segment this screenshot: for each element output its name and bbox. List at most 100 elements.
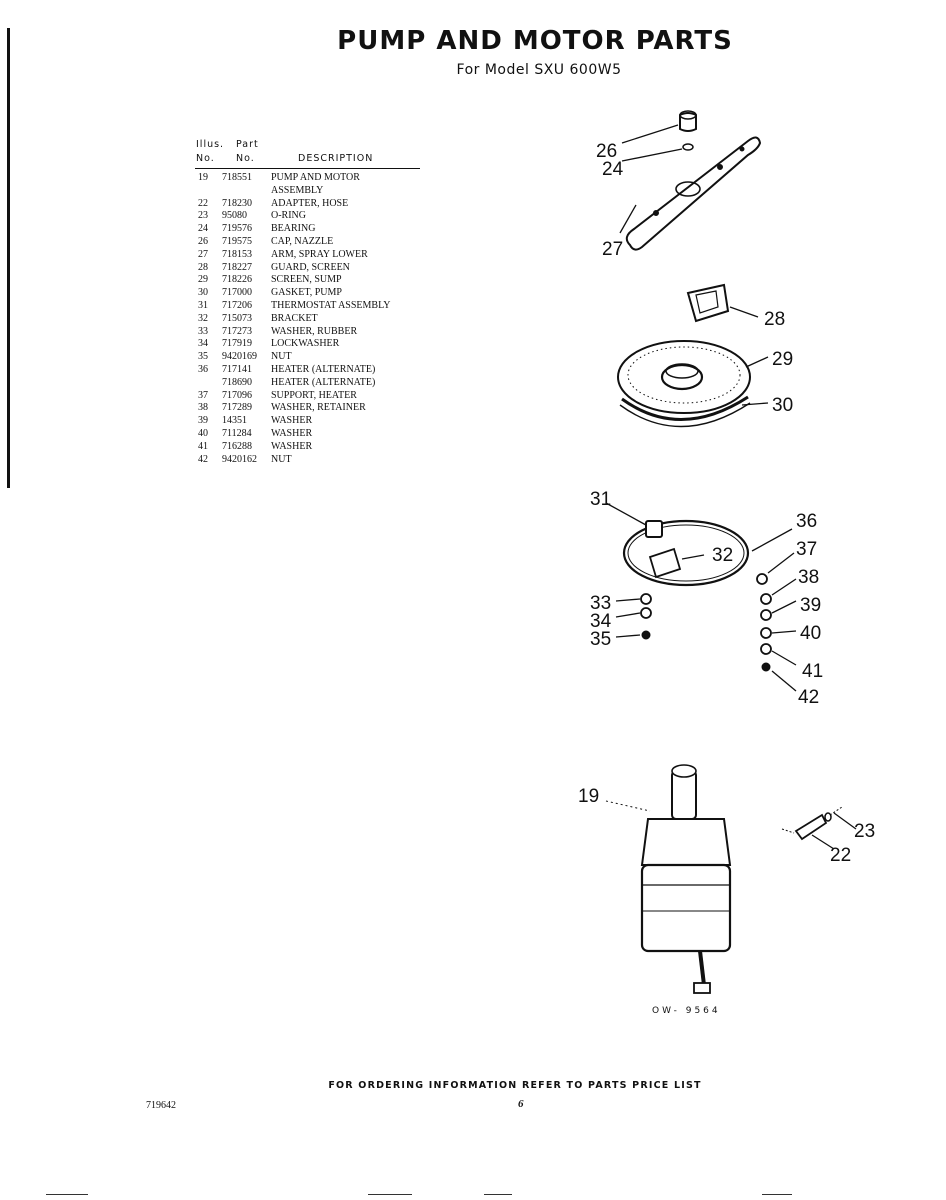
description-cell: BEARING [271, 223, 316, 235]
leader-19 [605, 800, 651, 812]
illus-no-cell: 29 [198, 274, 208, 286]
description-cell: WASHER [271, 415, 313, 427]
part-no-cell: 719576 [222, 223, 252, 235]
header-no-illus: No. [196, 153, 215, 164]
nozzle-cap-part [679, 112, 697, 132]
leader-33 [615, 598, 641, 602]
illus-no-cell: 22 [198, 197, 208, 209]
spray-arm-part [625, 136, 762, 251]
description-cell: NUT [271, 453, 292, 465]
illus-no-cell: 36 [198, 363, 208, 375]
part-no-cell: 718690 [222, 376, 252, 388]
spray-arm-hole [739, 146, 745, 152]
part-no-cell: 715073 [222, 312, 252, 324]
description-cell: WASHER [271, 440, 313, 452]
part-no-cell: 717096 [222, 389, 252, 401]
callout-36: 36 [796, 511, 817, 532]
part-no-cell: 718551 [222, 172, 252, 183]
callout-41: 41 [802, 661, 823, 682]
description-cell: ASSEMBLY [271, 184, 324, 196]
nut-42-part [761, 662, 771, 672]
hose-adapter-part [794, 813, 828, 841]
hose-adapter-group [781, 806, 857, 850]
leader-35 [615, 634, 641, 638]
leader-32 [681, 554, 705, 560]
leader-26 [621, 124, 679, 144]
callout-42: 42 [798, 687, 819, 708]
description-cell: PUMP AND MOTOR [271, 172, 360, 183]
part-no-cell: 717919 [222, 338, 252, 350]
description-cell: ARM, SPRAY LOWER [271, 248, 368, 260]
leader-30 [741, 402, 769, 406]
model-subtitle: For Model SXU 600W5 [456, 62, 622, 78]
spray-arm-group [619, 110, 762, 251]
description-cell: WASHER, RETAINER [271, 402, 366, 414]
page-number: 6 [518, 1098, 524, 1110]
spray-arm-hub [675, 181, 701, 197]
part-no-cell: 718153 [222, 248, 252, 260]
nut-35-part [641, 630, 651, 640]
parts-row: 27 718153 ARM, SPRAY LOWER [198, 249, 438, 262]
part-no-cell: 718227 [222, 261, 252, 273]
screen-guard-part [686, 283, 730, 323]
pump-outlet-part [671, 770, 697, 820]
washer-38-part [760, 593, 772, 605]
part-no-cell: 717141 [222, 363, 252, 375]
description-cell: SCREEN, SUMP [271, 274, 342, 286]
screen-guard-detail [695, 290, 719, 314]
drawing-number: OW- 9564 [652, 1006, 721, 1016]
callout-26: 26 [596, 141, 617, 162]
illus-no-cell: 26 [198, 235, 208, 247]
part-no-cell: 14351 [222, 415, 247, 427]
part-no-cell: 711284 [222, 427, 252, 439]
illus-no-cell: 30 [198, 287, 208, 299]
parts-row: ASSEMBLY [198, 185, 438, 198]
part-no-cell: 717273 [222, 325, 252, 337]
sump-screen-collar [660, 363, 704, 391]
callout-30: 30 [772, 395, 793, 416]
pump-gasket-part [621, 395, 749, 421]
illus-no-cell: 37 [198, 389, 208, 401]
illus-no-cell: 23 [198, 210, 208, 222]
leader-22 [811, 834, 835, 850]
part-no-cell: 717000 [222, 287, 252, 299]
illus-no-cell: 27 [198, 248, 208, 260]
callout-35: 35 [590, 629, 611, 650]
washer-39-part [760, 609, 772, 621]
leader-34 [615, 612, 641, 618]
washer-41-part [760, 643, 772, 655]
bracket-part [648, 547, 682, 579]
part-no-cell [222, 185, 271, 198]
adapter-axis-left [781, 828, 795, 834]
pump-gasket-edge [619, 402, 751, 428]
description-cell: NUT [271, 351, 292, 363]
illus-no-cell: 32 [198, 312, 208, 324]
part-no-cell: 718226 [222, 274, 252, 286]
part-no-cell: 717289 [222, 402, 252, 414]
part-no-cell: 9420162 [222, 453, 257, 465]
bearing-part [682, 143, 694, 151]
nozzle-cap-top [679, 110, 697, 120]
leader-42 [771, 670, 797, 692]
sump-screen-group [617, 283, 769, 428]
illus-no-cell: 31 [198, 299, 208, 311]
callout-33: 33 [590, 593, 611, 614]
callout-24: 24 [602, 159, 624, 180]
callout-28: 28 [764, 309, 785, 330]
thermostat-part [645, 520, 663, 538]
scan-edge-line [484, 1194, 512, 1195]
scan-edge-line [762, 1194, 792, 1195]
